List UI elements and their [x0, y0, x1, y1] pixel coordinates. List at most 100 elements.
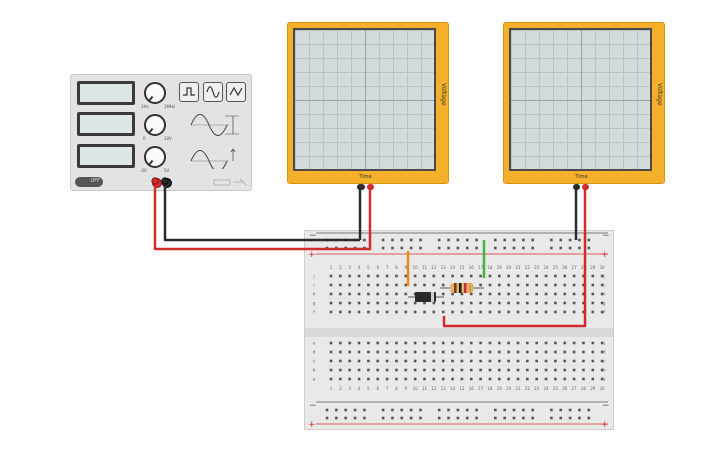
terminal-hole[interactable] [404, 341, 408, 345]
terminal-hole[interactable] [460, 350, 464, 354]
terminal-hole[interactable] [441, 359, 445, 363]
terminal-hole[interactable] [460, 292, 464, 296]
terminal-hole[interactable] [554, 368, 557, 372]
rail-hole[interactable] [465, 238, 469, 242]
terminal-hole[interactable] [572, 283, 576, 287]
terminal-hole[interactable] [441, 283, 445, 287]
terminal-hole[interactable] [507, 350, 510, 354]
rail-hole[interactable] [381, 238, 385, 242]
terminal-hole[interactable] [498, 368, 501, 372]
terminal-hole[interactable] [404, 301, 408, 305]
rail-hole[interactable] [578, 246, 581, 250]
scope2-negative-probe[interactable] [573, 184, 579, 190]
rail-hole[interactable] [494, 246, 497, 250]
terminal-hole[interactable] [451, 350, 454, 354]
terminal-hole[interactable] [544, 292, 548, 296]
rail-hole[interactable] [325, 408, 329, 412]
terminal-hole[interactable] [413, 283, 417, 287]
terminal-hole[interactable] [563, 350, 567, 354]
terminal-hole[interactable] [441, 301, 445, 305]
terminal-hole[interactable] [339, 350, 342, 354]
terminal-hole[interactable] [469, 341, 473, 345]
terminal-hole[interactable] [535, 368, 538, 372]
terminal-hole[interactable] [385, 274, 389, 278]
rail-hole[interactable] [465, 408, 469, 412]
terminal-hole[interactable] [469, 301, 473, 305]
triangle-wave-button[interactable] [226, 82, 246, 102]
terminal-hole[interactable] [385, 377, 389, 381]
terminal-hole[interactable] [572, 274, 576, 278]
rail-hole[interactable] [437, 416, 441, 420]
terminal-hole[interactable] [423, 350, 426, 354]
oscilloscope-1[interactable]: Voltage Time [287, 22, 449, 190]
terminal-hole[interactable] [404, 350, 408, 354]
terminal-hole[interactable] [516, 292, 520, 296]
terminal-hole[interactable] [413, 310, 417, 314]
terminal-hole[interactable] [413, 368, 417, 372]
terminal-hole[interactable] [572, 301, 576, 305]
terminal-hole[interactable] [544, 310, 548, 314]
terminal-hole[interactable] [526, 377, 529, 381]
terminal-hole[interactable] [516, 359, 520, 363]
terminal-hole[interactable] [507, 377, 510, 381]
terminal-hole[interactable] [582, 310, 585, 314]
rail-hole[interactable] [419, 408, 422, 412]
terminal-hole[interactable] [441, 350, 445, 354]
terminal-hole[interactable] [348, 377, 351, 381]
terminal-hole[interactable] [591, 341, 595, 345]
terminal-hole[interactable] [591, 310, 595, 314]
rail-hole[interactable] [409, 416, 413, 420]
terminal-hole[interactable] [348, 301, 351, 305]
terminal-hole[interactable] [600, 359, 604, 363]
terminal-hole[interactable] [479, 292, 482, 296]
terminal-hole[interactable] [357, 274, 361, 278]
rail-hole[interactable] [447, 238, 450, 242]
terminal-hole[interactable] [413, 274, 417, 278]
rail-hole[interactable] [335, 416, 338, 420]
generator-positive-wire[interactable] [153, 184, 371, 251]
scope2-positive-probe[interactable] [582, 184, 588, 190]
terminal-hole[interactable] [554, 301, 557, 305]
terminal-hole[interactable] [600, 274, 604, 278]
terminal-hole[interactable] [572, 341, 576, 345]
frequency-knob[interactable] [144, 82, 166, 104]
rail-hole[interactable] [419, 416, 422, 420]
terminal-hole[interactable] [544, 283, 548, 287]
rail-hole[interactable] [409, 238, 413, 242]
terminal-hole[interactable] [554, 377, 557, 381]
terminal-hole[interactable] [563, 292, 567, 296]
rail-hole[interactable] [568, 408, 572, 412]
rail-hole[interactable] [456, 238, 460, 242]
terminal-hole[interactable] [385, 310, 389, 314]
rail-hole[interactable] [344, 416, 347, 420]
terminal-hole[interactable] [516, 310, 520, 314]
terminal-hole[interactable] [329, 292, 333, 296]
terminal-hole[interactable] [535, 350, 538, 354]
terminal-hole[interactable] [544, 368, 548, 372]
terminal-hole[interactable] [479, 310, 482, 314]
terminal-hole[interactable] [367, 359, 370, 363]
rail-hole[interactable] [465, 246, 469, 250]
rail-hole[interactable] [522, 238, 525, 242]
rail-hole[interactable] [559, 408, 563, 412]
rail-hole[interactable] [437, 238, 441, 242]
rail-hole[interactable] [522, 246, 525, 250]
terminal-hole[interactable] [432, 377, 436, 381]
terminal-hole[interactable] [507, 359, 510, 363]
rail-hole[interactable] [409, 246, 413, 250]
terminal-hole[interactable] [357, 368, 361, 372]
terminal-hole[interactable] [376, 341, 380, 345]
terminal-hole[interactable] [367, 368, 370, 372]
terminal-hole[interactable] [367, 292, 370, 296]
terminal-hole[interactable] [423, 368, 426, 372]
terminal-hole[interactable] [516, 368, 520, 372]
terminal-hole[interactable] [479, 274, 482, 278]
amplitude-knob[interactable] [144, 114, 166, 136]
rail-hole[interactable] [363, 408, 366, 412]
breadboard[interactable] [304, 230, 614, 430]
terminal-hole[interactable] [600, 310, 604, 314]
terminal-hole[interactable] [582, 283, 585, 287]
terminal-hole[interactable] [404, 274, 408, 278]
terminal-hole[interactable] [395, 292, 398, 296]
terminal-hole[interactable] [563, 341, 567, 345]
